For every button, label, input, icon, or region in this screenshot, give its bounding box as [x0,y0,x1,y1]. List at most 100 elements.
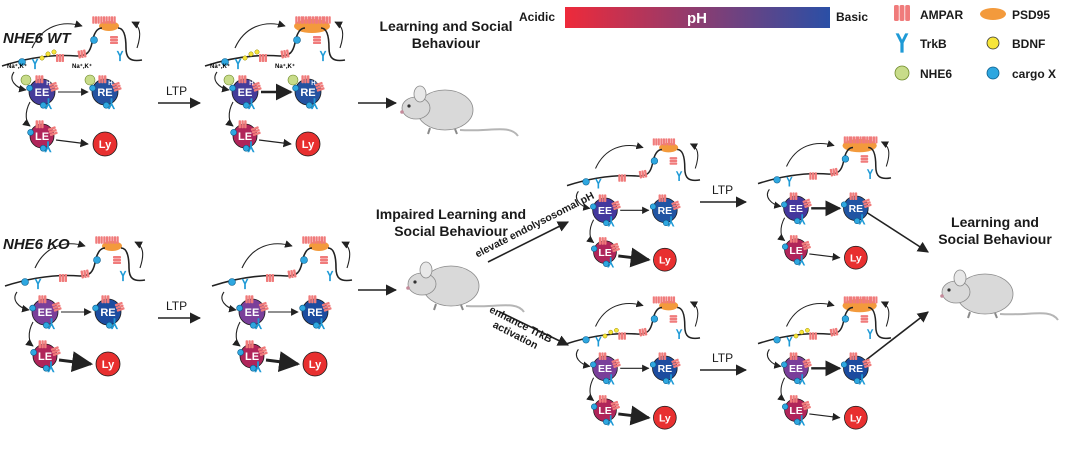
early-endosome: EE [229,75,262,110]
ampar-icon [598,352,607,360]
ampar-icon [92,16,100,24]
membrane-outline [204,27,346,67]
ph-scale-center: pH [687,10,707,27]
recycling-endosome-label: RE [658,364,673,375]
early-endosome-label: EE [245,307,260,319]
lysosome-body [844,405,868,430]
cargo-x-icon [292,84,299,92]
ampar-icon [109,35,119,45]
trkb-icon [107,98,116,110]
mouse-tail [465,304,525,313]
ampar-icon [862,358,872,369]
degradation-arrow [586,219,595,244]
ampar-icon [238,75,247,84]
ampar-icon [38,340,47,349]
recycling-arrow [880,301,890,327]
lysosome: Ly [92,131,118,157]
ampar-icon [80,269,90,279]
ampar-icon [862,198,872,209]
cargo-x-icon [29,304,36,312]
late-endosome-label: LE [598,406,611,417]
endocytosis-arrow [14,291,30,313]
ampar-icon [894,5,910,21]
lysosome-flow-arrow [265,351,301,373]
late-endosome: LE [782,395,811,426]
lysosome: Ly [653,405,677,430]
ltp-label-elevate: LTP [712,183,734,197]
endocytosis-arrow [766,348,782,369]
cargo-x-icon [242,101,250,109]
cargo-x-icon [42,364,50,372]
trkb-icon [254,318,263,330]
ampar-icon [789,192,798,200]
ampar-icon [849,192,858,200]
rescue-arrow-bottom [865,311,929,361]
trkb-icon [310,98,319,110]
early-endosome: EE [29,295,62,330]
outcome-learning-rescued: Learning and Social Behaviour [938,214,1052,247]
condition-label-wt: NHE6 WT [3,30,71,47]
late-endosome: LE [591,237,620,268]
ampar-icon [301,75,310,84]
trkb-icon [895,33,909,53]
lysosome-flow-arrow [618,247,651,268]
ampar-icon [258,301,269,312]
cargo-x-icon [590,361,597,368]
ampar-icon [251,81,262,92]
lysosome-label: Ly [659,256,671,267]
trkb-icon [866,329,874,339]
ampar-icon [863,136,871,144]
ampar-icon [319,255,329,265]
ph-scale-acidic-label: Acidic [519,10,556,24]
mouse-ear [419,261,433,279]
cargo-x-icon [26,84,33,92]
recycling-arrow [689,301,699,327]
ampar-icon [238,120,247,129]
bdnf-icon [986,36,1000,50]
mouse-eye [947,288,951,292]
cargo-x-icon [93,256,101,264]
cargo-x-icon [603,418,610,425]
recycling-arrow [234,20,286,49]
ampar-icon [870,136,878,144]
bdnf-icon [254,49,260,55]
recycling-arrow [241,240,293,269]
bdnf-icon [799,329,805,335]
mice [400,85,1059,321]
cargo-x-icon [773,336,781,344]
trkb-icon [44,98,53,110]
recycling-endosome: RE [299,295,332,330]
late-endosome: LE [591,395,620,426]
recycling-arrow [595,300,644,327]
ampar-icon [101,295,110,304]
cargo-x-icon [591,403,598,410]
nhe6-icon [84,74,96,86]
bdnf-icon [39,55,45,61]
ltp-label-enhance: LTP [712,351,734,365]
ampar-icon [849,352,858,360]
ampar-icon [857,136,865,144]
legend-label-bdnf: BDNF [1012,37,1046,51]
cargo-x-icon [249,364,257,372]
ampar-icon [850,136,858,144]
ampar-icon [860,315,869,323]
lysosome-flow-arrow [258,138,292,148]
trkb-icon [675,171,683,181]
degradation-arrow [777,377,786,402]
recycling-endosome-label: RE [100,307,115,319]
trkb-icon [607,216,615,227]
lysosome-flow-arrow [809,412,841,421]
cargo-x-icon [249,321,257,329]
late-endosome-label: LE [245,351,259,363]
ampar-icon [660,138,668,146]
ltp-label-wt: LTP [166,84,188,98]
lysosome-flow-arrow [809,252,841,261]
early-endosome: EE [590,352,621,385]
lysosome-label: Ly [850,414,862,425]
lysosome: Ly [844,245,868,270]
trkb-icon [798,214,806,225]
ampar-icon [77,49,87,59]
cargo-x-icon [230,129,237,136]
trkb-icon [595,178,602,189]
